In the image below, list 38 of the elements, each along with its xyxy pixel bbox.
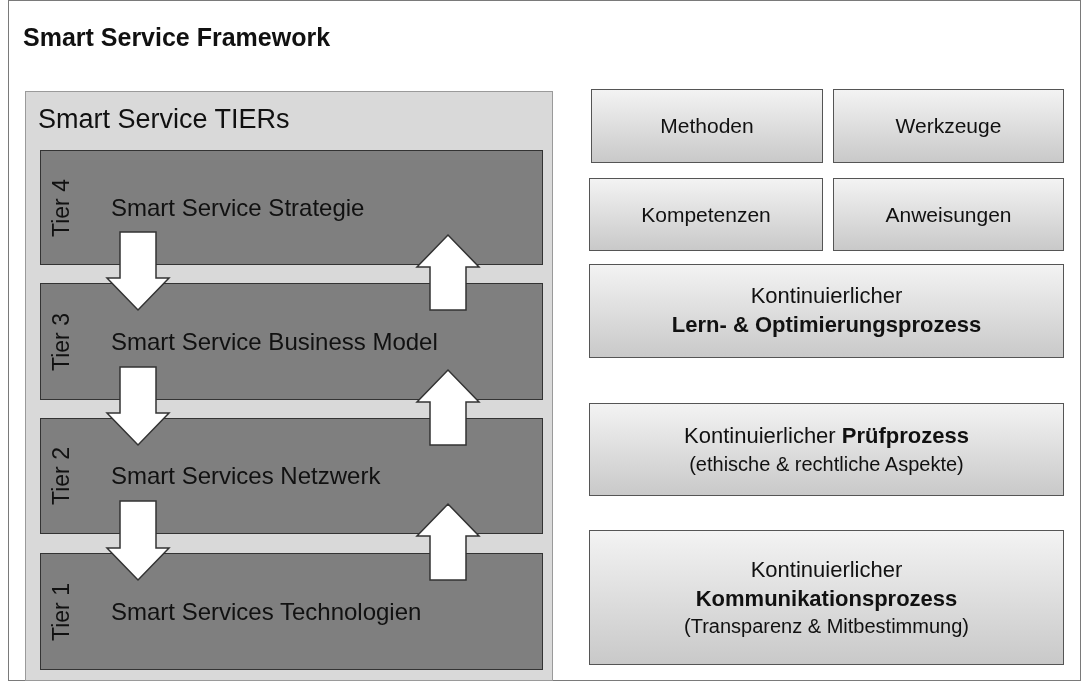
tier-box bbox=[40, 283, 543, 400]
component-label: Werkzeuge bbox=[895, 113, 1002, 140]
process-title: Kontinuierlicher Lern- & Optimierungsprozess bbox=[671, 282, 982, 339]
process-title: Kontinuierlicher Prüfprozess bbox=[684, 422, 969, 451]
component-box bbox=[589, 178, 823, 251]
block-arrow bbox=[105, 366, 171, 447]
block-arrow bbox=[415, 502, 481, 581]
process-note: (Transparenz & Mitbestimmung) bbox=[684, 614, 969, 640]
group-panel bbox=[25, 91, 553, 681]
block-arrow bbox=[415, 233, 481, 311]
process-box bbox=[589, 264, 1064, 358]
tier-title: Smart Services Netzwerk bbox=[111, 462, 381, 490]
tier-title: Smart Services Technologien bbox=[111, 597, 422, 626]
process-box bbox=[589, 403, 1064, 496]
tier-label: Tier 2 bbox=[47, 447, 75, 505]
component-label: Anweisungen bbox=[885, 201, 1012, 228]
group-heading: Smart Service TIERs bbox=[38, 104, 290, 135]
tier-label: Tier 3 bbox=[47, 312, 75, 371]
component-label: Methoden bbox=[660, 113, 754, 140]
block-arrow bbox=[105, 500, 171, 582]
tier-box bbox=[40, 150, 543, 265]
framework-panel bbox=[8, 0, 1081, 681]
process-box bbox=[589, 530, 1064, 665]
tier-box bbox=[40, 553, 543, 670]
component-box bbox=[833, 89, 1064, 163]
component-box bbox=[591, 89, 823, 163]
component-label: Kompetenzen bbox=[641, 201, 771, 228]
tier-label: Tier 1 bbox=[47, 582, 75, 641]
process-note: (ethische & rechtliche Aspekte) bbox=[689, 451, 964, 477]
component-box bbox=[833, 178, 1064, 251]
tier-title: Smart Service Business Model bbox=[111, 327, 438, 356]
block-arrow bbox=[105, 231, 171, 312]
tier-label: Tier 4 bbox=[47, 178, 75, 237]
process-title: Kontinuierlicher Kommunikationsprozess bbox=[695, 555, 958, 613]
tier-title: Smart Service Strategie bbox=[111, 193, 365, 222]
panel-heading: Smart Service Framework bbox=[23, 23, 331, 52]
block-arrow bbox=[415, 368, 481, 446]
tier-box bbox=[40, 418, 543, 534]
